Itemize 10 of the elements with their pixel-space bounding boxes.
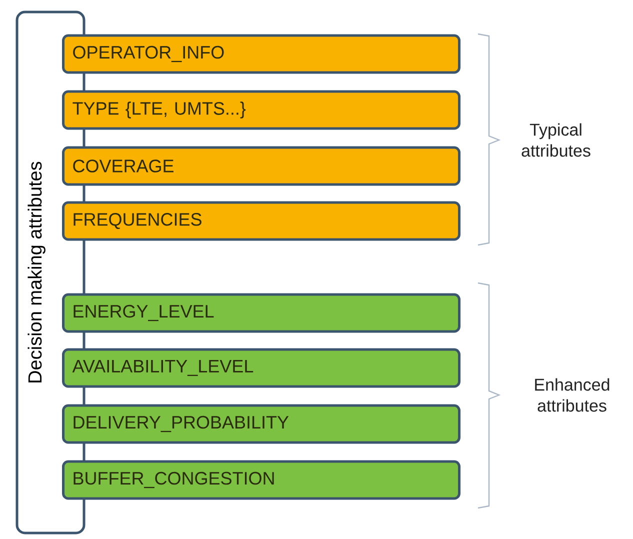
attribute-box: OPERATOR_INFO xyxy=(62,34,460,74)
attribute-box: DELIVERY_PROBABILITY xyxy=(62,404,460,444)
attribute-box: AVAILABILITY_LEVEL xyxy=(62,348,460,388)
attribute-box: ENERGY_LEVEL xyxy=(62,293,460,333)
group-label: Typical attributes xyxy=(522,123,590,157)
attribute-box: TYPE {LTE, UMTS...} xyxy=(62,90,460,130)
group-label: Enhanced attributes xyxy=(535,378,610,412)
attribute-box: FREQUENCIES xyxy=(62,201,460,241)
attribute-box: COVERAGE xyxy=(62,146,460,186)
attribute-box: BUFFER_CONGESTION xyxy=(62,460,460,500)
